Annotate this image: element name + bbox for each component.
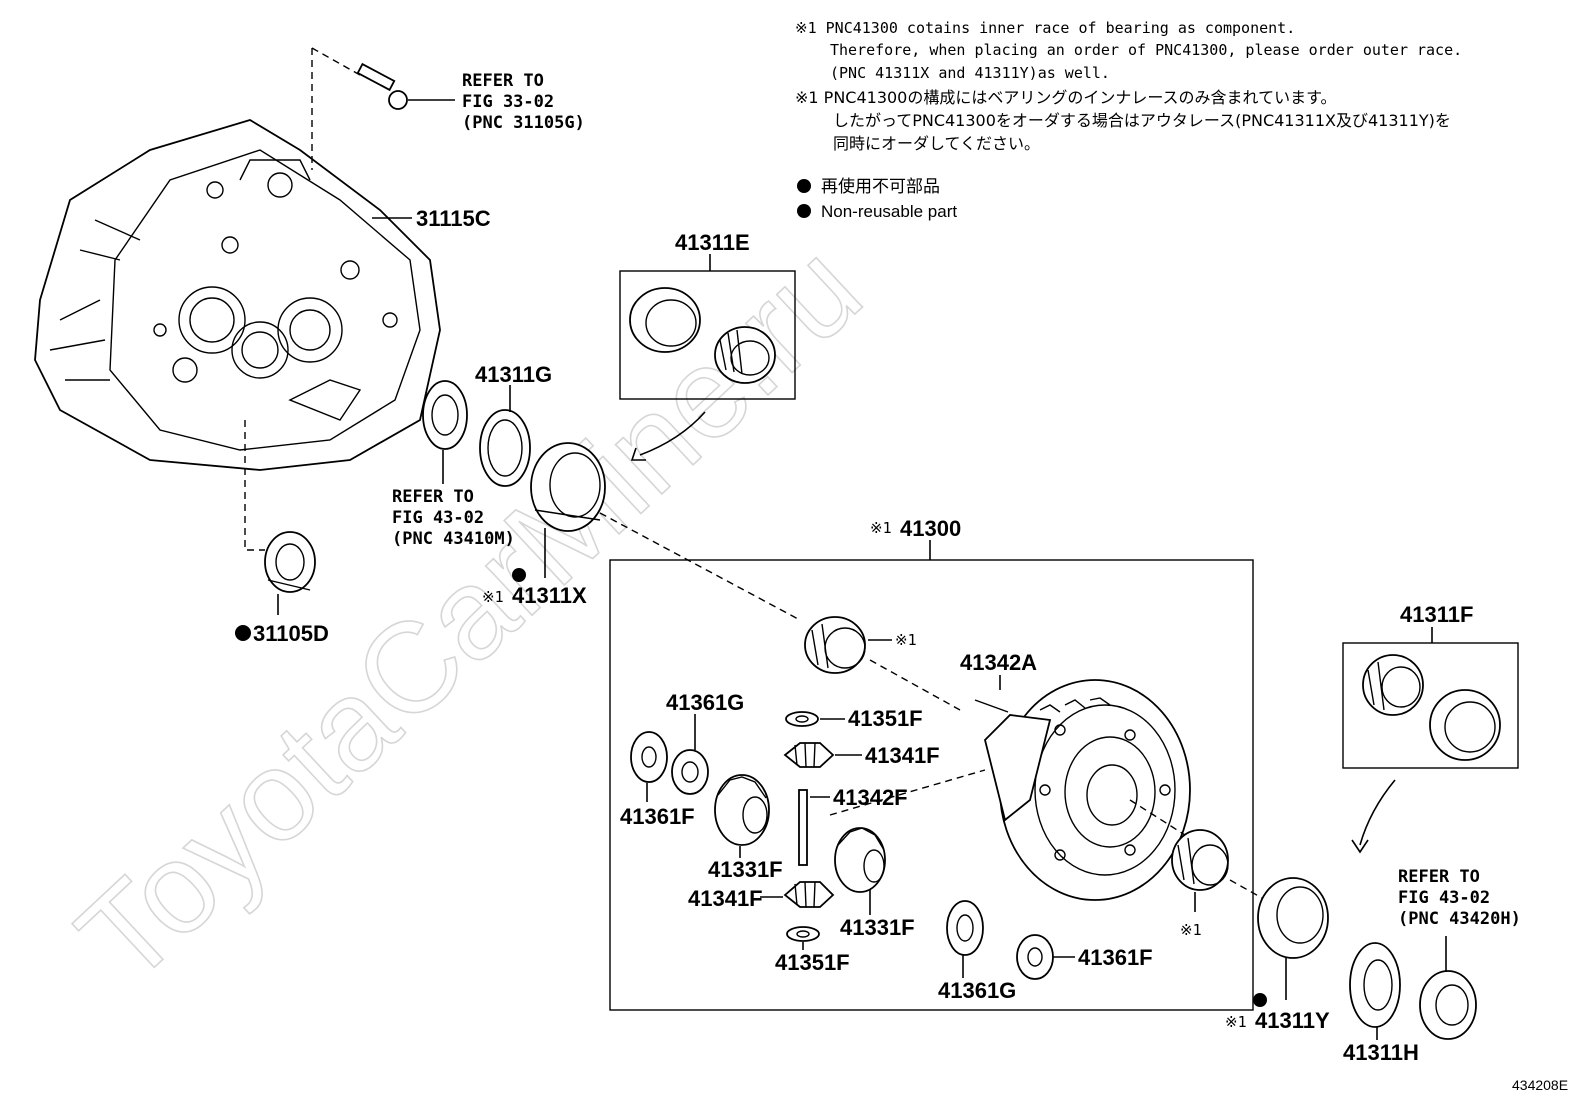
note-jp-line3: 同時にオーダしてください。 xyxy=(833,134,1040,153)
outer-race-41311Y xyxy=(1229,877,1329,959)
shim-41311G xyxy=(479,409,531,487)
note-ref-mark: ※1 xyxy=(1225,1013,1247,1031)
bearing-set-41311F xyxy=(1362,654,1501,761)
differential-case-ring-gear xyxy=(984,679,1191,901)
shim-41361G-bottom xyxy=(946,900,984,956)
pinion-gear-41341F-top xyxy=(783,742,835,768)
thrust-washer-41361F-right xyxy=(1016,934,1054,980)
washer-41351F-bottom xyxy=(786,926,820,942)
part-label-41311Y: 41311Y xyxy=(1255,1008,1330,1033)
part-label-41341F-bottom: 41341F xyxy=(688,886,763,911)
pinion-shaft-41342F xyxy=(798,789,808,866)
non-reusable-dot-icon xyxy=(512,568,526,582)
refer-pnc-line: (PNC 31105G) xyxy=(462,113,585,133)
note-en-line2: Therefore, when placing an order of PNC4… xyxy=(830,41,1462,59)
part-label-31115C: 31115C xyxy=(416,206,491,231)
refer-fig-line: FIG 43-02 xyxy=(1398,888,1490,908)
legend: 再使用不可部品 Non-reusable part xyxy=(797,176,957,221)
non-reusable-dot-icon xyxy=(797,179,811,193)
non-reusable-dot-icon xyxy=(235,625,251,641)
refer-to-line: REFER TO xyxy=(392,487,474,507)
note-ref-mark: ※1 xyxy=(1180,921,1202,939)
note-jp-line2: したがってPNC41300をオーダする場合はアウタレース(PNC41311X及び… xyxy=(833,111,1451,130)
part-label-41311E: 41311E xyxy=(675,230,750,255)
part-label-41342F: 41342F xyxy=(833,785,908,810)
outer-race-41311X xyxy=(530,442,606,532)
refer-to-line: REFER TO xyxy=(462,71,544,91)
kit-box-41300 xyxy=(609,559,1254,1011)
part-label-41361F-left: 41361F xyxy=(620,804,695,829)
shim-41361G-left xyxy=(671,749,709,795)
part-label-41341F-top: 41341F xyxy=(865,743,940,768)
inner-bearing-top xyxy=(804,616,866,674)
legend-jp: 再使用不可部品 xyxy=(821,176,940,196)
note-ref-mark: ※1 xyxy=(870,519,892,537)
note-en-line3: (PNC 41311X and 41311Y)as well. xyxy=(830,64,1110,82)
note-ref-mark: ※1 xyxy=(895,631,917,649)
part-label-41351F-bottom: 41351F xyxy=(775,950,850,975)
part-label-41342A: 41342A xyxy=(960,650,1037,675)
oil-seal-43420H xyxy=(1419,970,1477,1040)
note-ref-mark: ※1 xyxy=(482,588,504,606)
part-label-41300: 41300 xyxy=(900,516,961,541)
part-label-41351F-top: 41351F xyxy=(848,706,923,731)
part-label-41311H: 41311H xyxy=(1343,1040,1419,1065)
side-gear-41331F-right xyxy=(834,827,886,893)
shim-41311H xyxy=(1349,942,1401,1028)
oil-seal-43410M xyxy=(422,380,468,450)
part-label-41331F-right: 41331F xyxy=(840,915,915,940)
kit-box-41311E xyxy=(619,270,796,400)
transaxle-case-drawing xyxy=(34,119,441,471)
side-gear-41331F-left xyxy=(714,774,770,846)
oil-seal-31105D xyxy=(264,531,316,593)
washer-41351F-top xyxy=(785,711,819,727)
thrust-washer-41361F-left xyxy=(630,731,668,783)
bolt-drawing xyxy=(311,47,455,170)
part-label-41331F-left: 41331F xyxy=(708,857,783,882)
part-label-31105D: 31105D xyxy=(253,621,329,646)
part-label-41311X: 41311X xyxy=(512,583,587,608)
bearing-set-41311E xyxy=(629,287,776,384)
figure-id: 434208E xyxy=(1512,1077,1568,1093)
non-reusable-dot-icon xyxy=(797,204,811,218)
pinion-gear-41341F-bottom xyxy=(783,881,835,908)
refer-pnc-line: (PNC 43420H) xyxy=(1398,909,1521,929)
part-label-41361G-bottom: 41361G xyxy=(938,978,1016,1003)
inner-bearing-bottom xyxy=(1171,829,1229,891)
kit-box-41311F xyxy=(1342,642,1519,769)
note-jp-line1: ※1 PNC41300の構成にはベアリングのインナレースのみ含まれています。 xyxy=(795,88,1336,107)
notes-block: ※1 PNC41300 cotains inner race of bearin… xyxy=(795,19,1462,153)
part-label-41361F-right: 41361F xyxy=(1078,945,1153,970)
legend-en: Non-reusable part xyxy=(821,202,957,221)
refer-pnc-line: (PNC 43410M) xyxy=(392,529,515,549)
part-label-41311F: 41311F xyxy=(1400,602,1473,627)
refer-to-line: REFER TO xyxy=(1398,867,1480,887)
non-reusable-dot-icon xyxy=(1253,993,1267,1007)
refer-fig-line: FIG 43-02 xyxy=(392,508,484,528)
part-label-41311G: 41311G xyxy=(475,362,552,387)
note-en-line1: ※1 PNC41300 cotains inner race of bearin… xyxy=(795,19,1295,37)
part-label-41361G-top: 41361G xyxy=(666,690,744,715)
refer-fig-line: FIG 33-02 xyxy=(462,92,554,112)
